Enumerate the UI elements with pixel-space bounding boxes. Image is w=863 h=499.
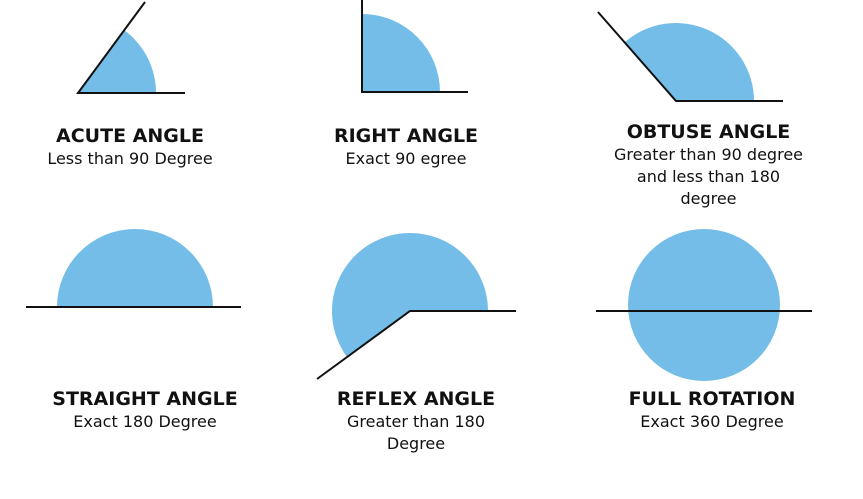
obtuse-angle-lines: [597, 11, 783, 102]
reflex-angle-sector: [331, 233, 488, 357]
acute-desc: Less than 90 Degree: [47, 149, 213, 168]
right-angle-lines: [361, 0, 468, 93]
acute-angle-sector: [78, 30, 156, 93]
right-desc: Exact 90 egree: [345, 149, 467, 168]
right-angle-label: RIGHT ANGLE Exact 90 egree: [276, 124, 536, 170]
obtuse-title: OBTUSE ANGLE: [626, 121, 791, 143]
acute-angle-lines: [76, 1, 185, 94]
straight-angle-sector: [57, 229, 213, 307]
straight-angle-label: STRAIGHT ANGLE Exact 180 Degree: [15, 387, 275, 433]
straight-title: STRAIGHT ANGLE: [52, 388, 238, 410]
acute-title: ACUTE ANGLE: [56, 125, 204, 147]
full-rotation-label: FULL ROTATION Exact 360 Degree: [582, 387, 842, 433]
full-desc: Exact 360 Degree: [640, 412, 784, 431]
obtuse-desc: Greater than 90 degree and less than 180…: [613, 145, 803, 208]
reflex-title: REFLEX ANGLE: [336, 388, 496, 410]
acute-angle-label: ACUTE ANGLE Less than 90 Degree: [0, 124, 260, 170]
right-angle-sector: [362, 14, 440, 92]
right-title: RIGHT ANGLE: [333, 125, 479, 147]
reflex-angle-lines: [316, 310, 516, 380]
obtuse-angle-sector: [625, 23, 754, 101]
full-title: FULL ROTATION: [628, 388, 796, 410]
reflex-desc: Greater than 180 Degree: [346, 412, 486, 453]
straight-desc: Exact 180 Degree: [73, 412, 217, 431]
full-rotation-circle: [628, 229, 780, 381]
